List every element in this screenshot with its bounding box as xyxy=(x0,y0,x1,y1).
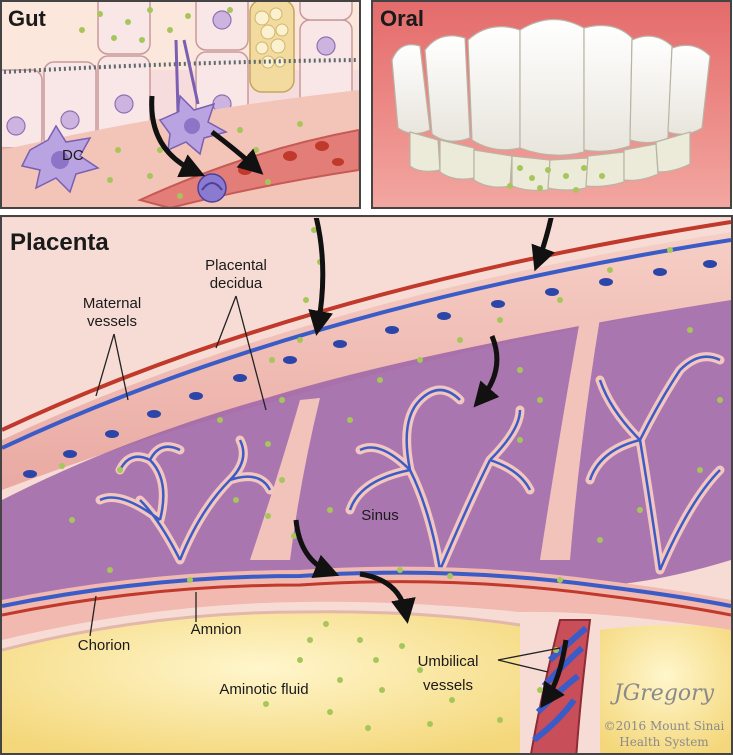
copyright-line-2: Health System xyxy=(619,735,709,749)
decidua-arrow xyxy=(473,335,500,408)
villous-vessels-3 xyxy=(588,355,721,571)
umbilical-vessels-label-2: vessels xyxy=(423,677,473,694)
gut-arrow-2 xyxy=(210,130,264,175)
maternal-vessels-label-2: vessels xyxy=(87,313,137,330)
aminotic-fluid-label: Aminotic fluid xyxy=(219,681,308,698)
maternal-vessels-label-1: Maternal xyxy=(83,295,141,312)
gut-arrow-1 xyxy=(149,95,206,178)
chorion-arrow xyxy=(293,519,340,579)
villous-vessels-2 xyxy=(348,388,532,571)
villous-vessels-1 xyxy=(99,439,272,561)
placenta-title: Placenta xyxy=(10,229,109,256)
gut-title: Gut xyxy=(8,6,47,31)
sinus-label: Sinus xyxy=(361,507,399,524)
label-leaders xyxy=(89,295,561,673)
dc-label: DC xyxy=(62,147,84,164)
placenta-panel: Placenta Placental decidua Maternal vess… xyxy=(0,215,733,755)
gut-panel: Gut DC xyxy=(0,0,361,209)
chorionic-plate xyxy=(2,566,731,640)
placental-decidua-label-2: decidua xyxy=(210,275,263,292)
oral-panel: Oral xyxy=(371,0,732,209)
oral-title: Oral xyxy=(380,6,424,31)
lower-teeth xyxy=(409,131,691,192)
bacteria-oral xyxy=(507,165,605,193)
amnion-label: Amnion xyxy=(191,621,242,638)
maternal-vessel-dots xyxy=(23,260,717,478)
chorion-label: Chorion xyxy=(78,637,131,654)
upper-teeth xyxy=(391,18,711,156)
dendritic-cell xyxy=(20,124,100,194)
umbilical-arrow xyxy=(540,639,569,709)
maternal-artery xyxy=(2,220,731,432)
umbilical-vessels-label-1: Umbilical xyxy=(418,653,479,670)
bacteria-gut xyxy=(79,7,303,199)
oral-to-placenta-arrow xyxy=(308,218,333,336)
bacteria-placenta xyxy=(59,227,723,731)
maternal-vein xyxy=(2,238,731,450)
fluid-arrow xyxy=(359,571,416,624)
artist-signature: JGregory xyxy=(610,681,715,706)
amniotic-fluid xyxy=(2,611,520,753)
copyright-line-1: ©2016 Mount Sinai xyxy=(604,719,725,733)
oral-down-arrow xyxy=(531,218,555,272)
placental-decidua-label-1: Placental xyxy=(205,257,267,274)
